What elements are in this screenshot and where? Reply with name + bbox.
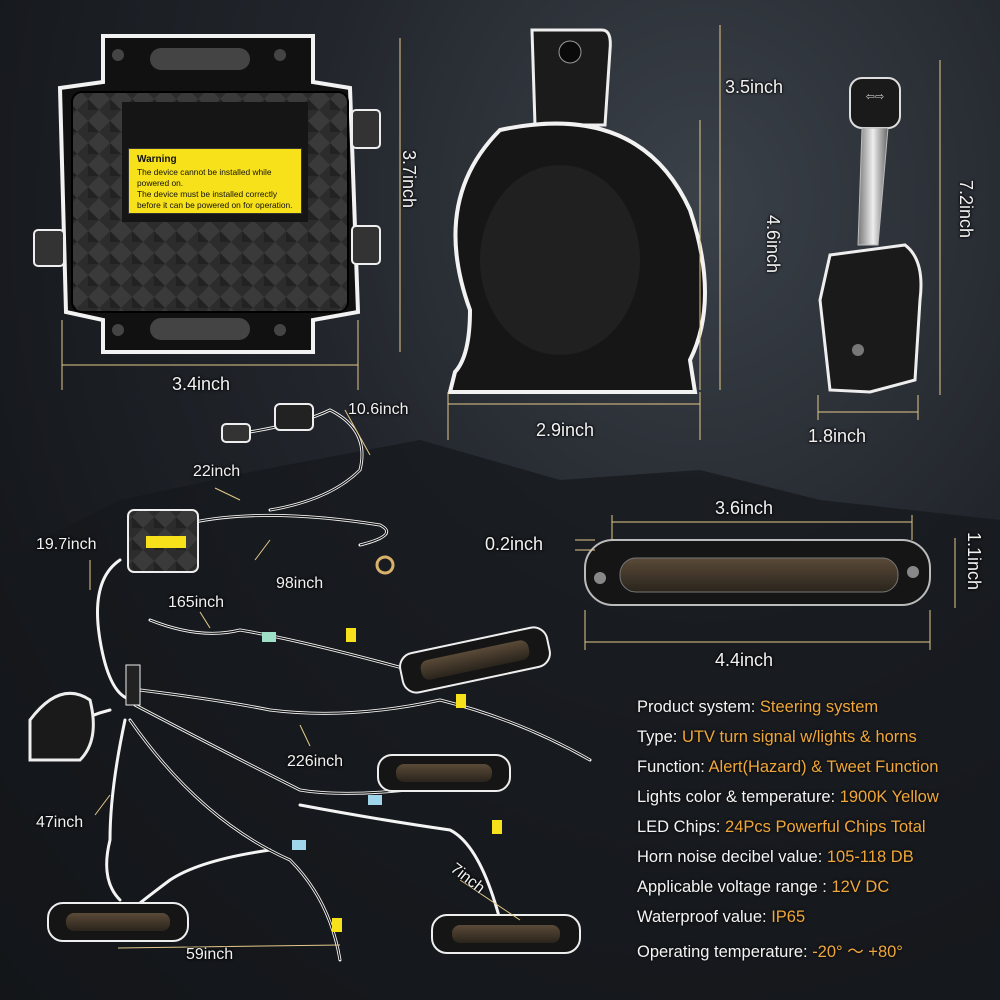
light-dimension-lines xyxy=(575,515,956,650)
dim-wire-226: 226inch xyxy=(287,753,344,770)
dim-box-height: 3.7inch xyxy=(399,150,419,209)
spec-label: Operating temperature: xyxy=(637,943,813,961)
spec-label: Function: xyxy=(637,758,709,776)
dim-light-thickness: 0.2inch xyxy=(485,534,544,554)
spec-label: LED Chips: xyxy=(637,818,726,836)
dim-light-total-width: 4.4inch xyxy=(715,650,774,670)
spec-label: Type: xyxy=(637,728,682,746)
led-light-bar-small-4 xyxy=(431,914,581,954)
warning-title: Warning xyxy=(137,154,177,165)
led-light-bar-small-1 xyxy=(399,626,551,694)
horn xyxy=(447,28,707,394)
spec-label: Product system: xyxy=(637,698,760,716)
spec-row: Applicable voltage range : 12V DC xyxy=(637,878,997,908)
dim-horn-width: 2.9inch xyxy=(536,420,595,440)
dim-wire-98: 98inch xyxy=(276,575,324,592)
dim-wire-59: 59inch xyxy=(186,946,234,963)
spec-value: Alert(Hazard) & Tweet Function xyxy=(708,758,939,776)
switch-dimension-lines xyxy=(817,60,941,420)
warning-label: Warning The device cannot be installed w… xyxy=(128,148,302,214)
spec-list: Product system: Steering system Type: UT… xyxy=(637,698,997,968)
dim-wire-165: 165inch xyxy=(168,594,225,611)
spec-value: Steering system xyxy=(759,698,879,716)
spec-row: Waterproof value: IP65 xyxy=(637,908,997,938)
dim-light-top-width: 3.6inch xyxy=(715,498,774,518)
spec-value: 24Pcs Powerful Chips Total xyxy=(725,818,926,836)
spec-label: Waterproof value: xyxy=(637,908,772,926)
dim-box-width: 3.4inch xyxy=(172,374,231,394)
spec-row: Operating temperature: -20° ～ +80° xyxy=(637,938,997,968)
led-light-bar-large xyxy=(584,539,931,606)
harness-controller xyxy=(127,509,199,573)
dim-light-height: 1.1inch xyxy=(964,532,984,591)
spec-value: IP65 xyxy=(771,908,806,926)
box-dimension-lines xyxy=(61,38,401,390)
spec-label: Applicable voltage range : xyxy=(637,878,832,896)
warning-line-3: before it can be powered on for operatio… xyxy=(137,200,293,210)
spec-row: LED Chips: 24Pcs Powerful Chips Total xyxy=(637,818,997,848)
spec-value: 1900K Yellow xyxy=(839,788,939,806)
ring-terminal xyxy=(375,555,395,575)
spec-label: Horn noise decibel value: xyxy=(637,848,827,866)
spec-row: Horn noise decibel value: 105-118 DB xyxy=(637,848,997,878)
led-light-bar-small-2 xyxy=(377,754,511,792)
dim-switch-width: 1.8inch xyxy=(808,426,867,446)
turn-signal-switch: ⇦⇨ xyxy=(818,77,923,394)
spec-value: UTV turn signal w/lights & horns xyxy=(681,728,917,746)
harness-dimension-lines xyxy=(89,409,521,949)
led-light-bar-small-3 xyxy=(47,902,189,942)
dim-wire-19-7: 19.7inch xyxy=(36,536,97,553)
spec-row: Function: Alert(Hazard) & Tweet Function xyxy=(637,758,997,788)
dim-wire-22: 22inch xyxy=(193,463,241,480)
spec-row: Lights color & temperature: 1900K Yellow xyxy=(637,788,997,818)
harness-switch xyxy=(221,403,314,443)
wire-connectors xyxy=(125,628,502,932)
spec-label: Lights color & temperature: xyxy=(637,788,840,806)
spec-value: 12V DC xyxy=(831,878,890,896)
horn-dimension-lines xyxy=(447,25,721,440)
warning-line-2: The device must be installed correctly xyxy=(137,189,278,199)
spec-row: Product system: Steering system xyxy=(637,698,997,728)
dim-switch-height: 7.2inch xyxy=(956,180,976,239)
spec-value: -20° ～ +80° xyxy=(812,943,903,961)
harness-horn xyxy=(28,691,95,762)
dim-horn-top: 3.5inch xyxy=(725,77,784,97)
dim-horn-height: 4.6inch xyxy=(763,215,783,274)
warning-line-1: The device cannot be installed while pow… xyxy=(137,167,272,188)
spec-value: 105-118 DB xyxy=(826,848,914,866)
dim-wire-10-6: 10.6inch xyxy=(348,401,409,418)
dim-wire-47: 47inch xyxy=(36,814,84,831)
svg-text:⇦⇨: ⇦⇨ xyxy=(866,91,884,103)
spec-row: Type: UTV turn signal w/lights & horns xyxy=(637,728,997,758)
